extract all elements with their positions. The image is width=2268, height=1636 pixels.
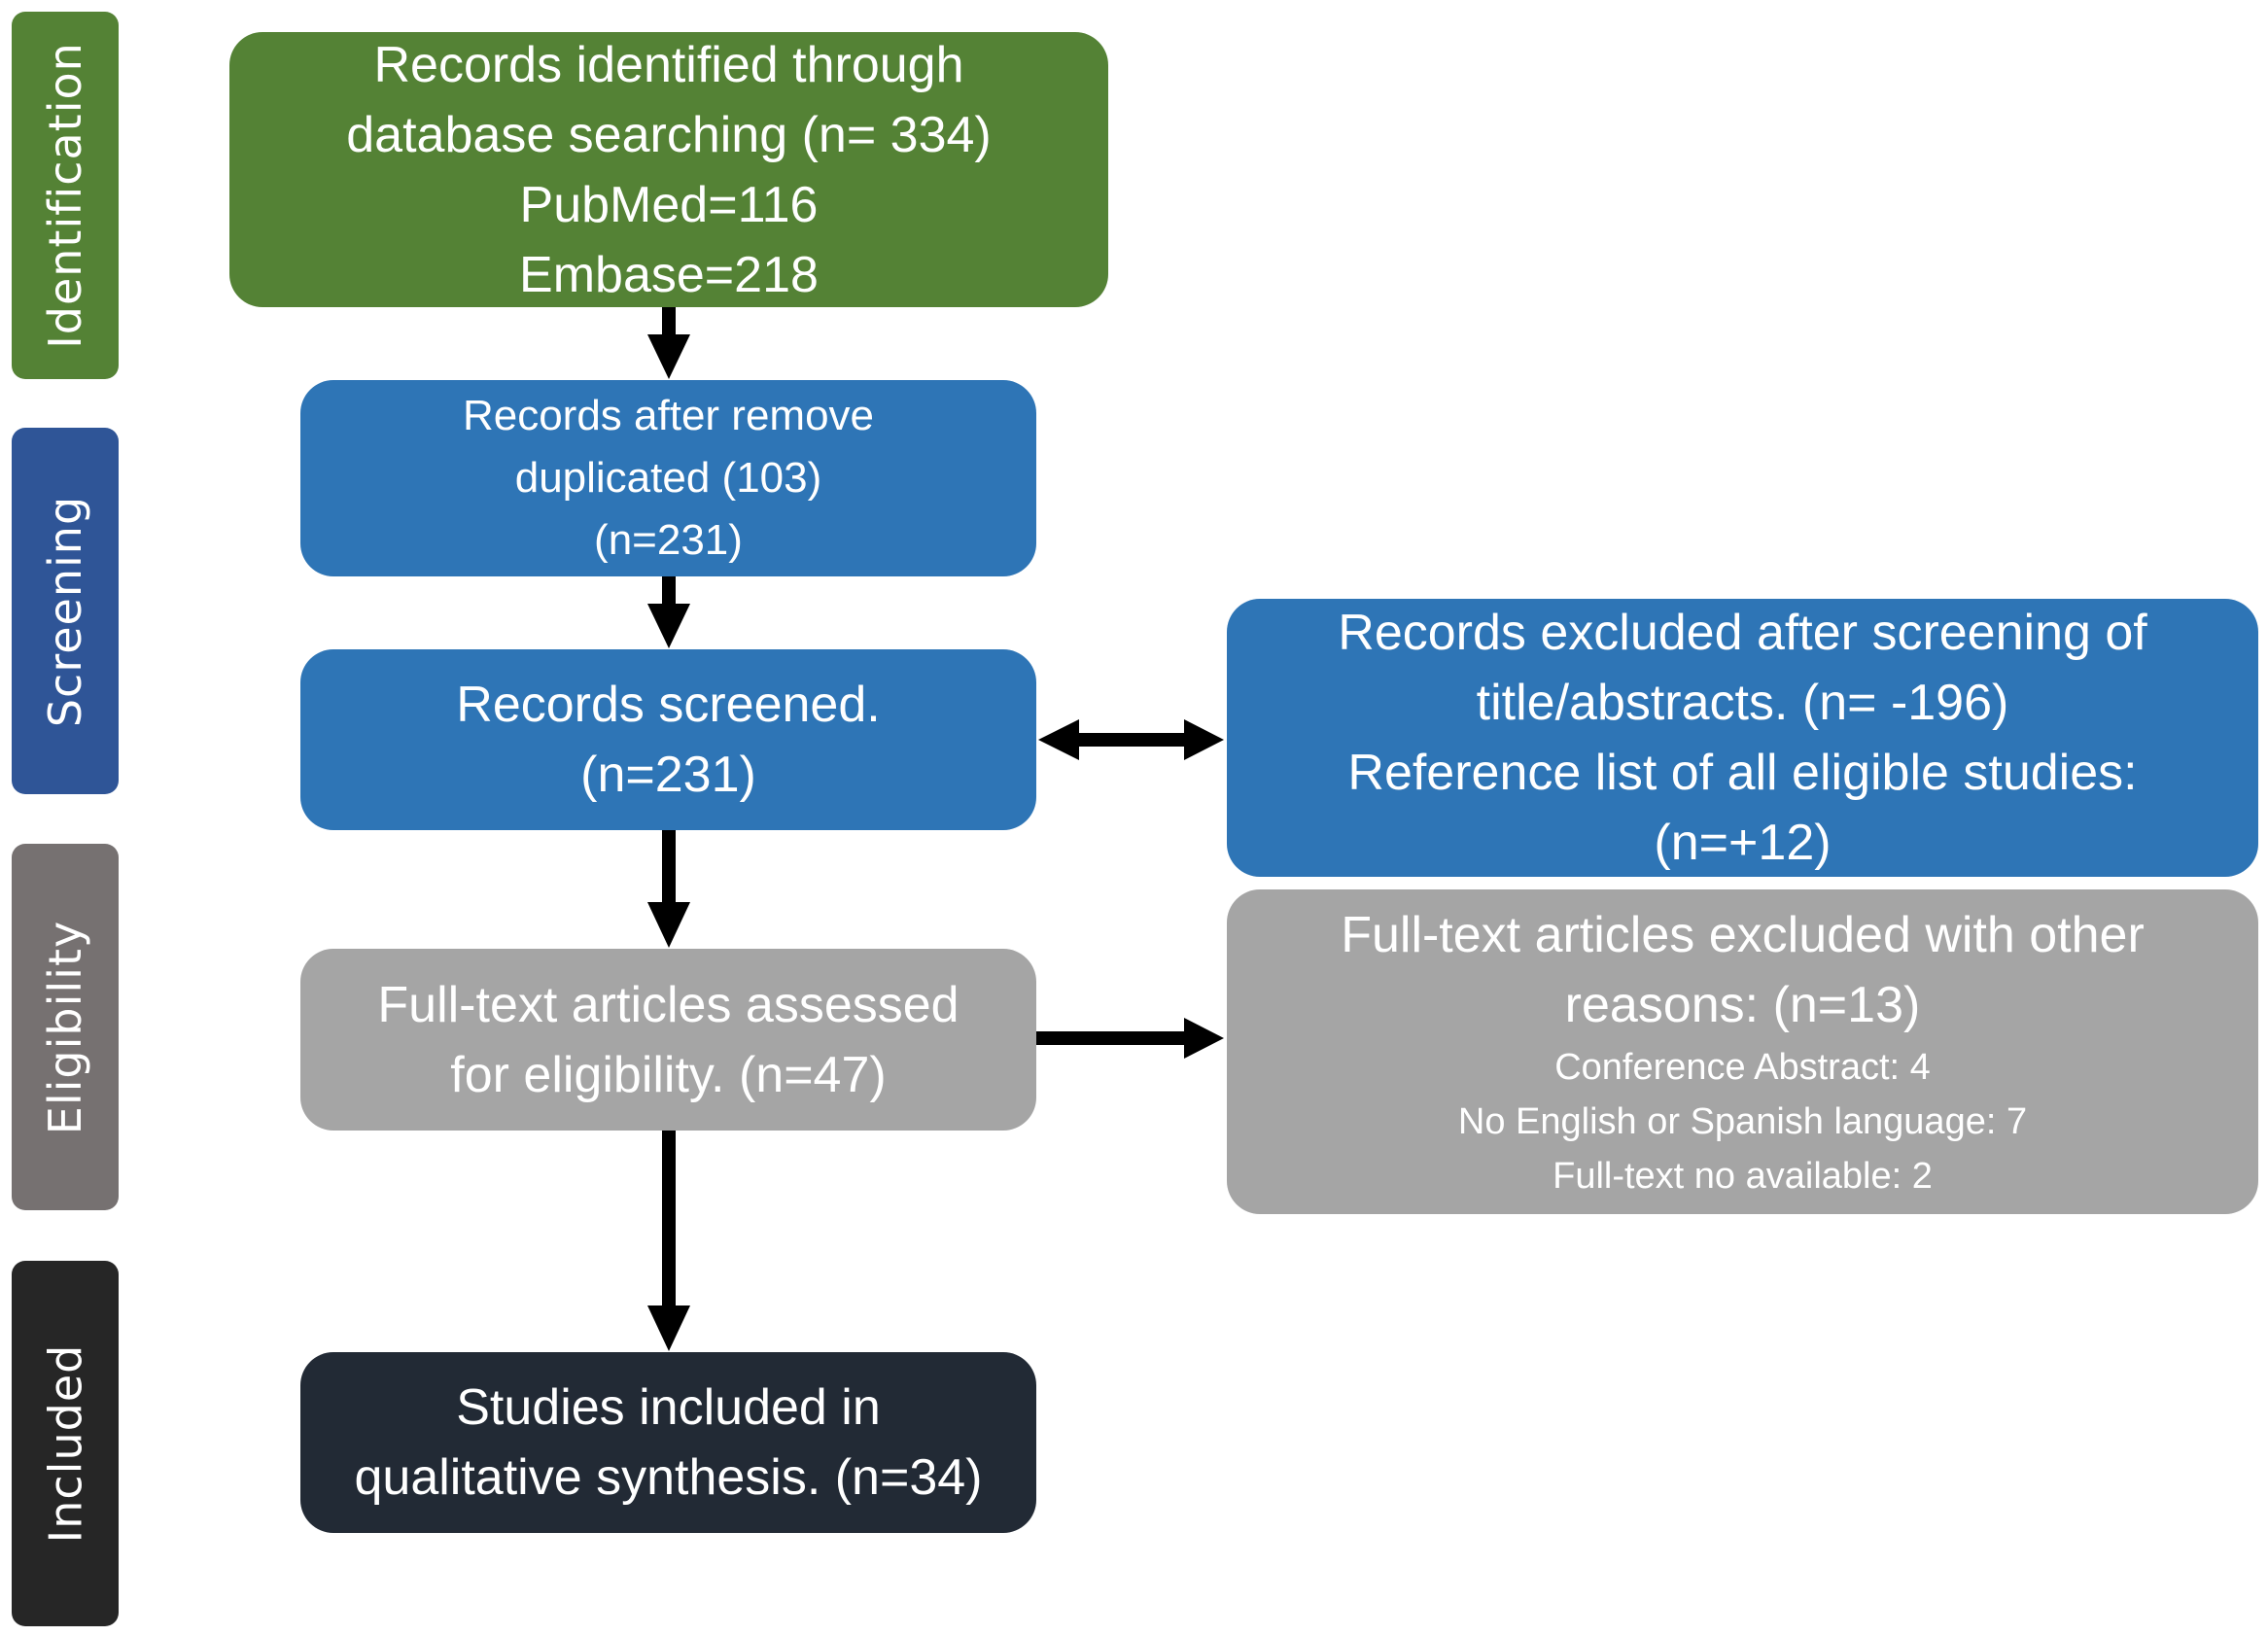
box-line: reasons: (n=13) [1564,977,1921,1033]
box-line: PubMed=116 [519,176,819,233]
arrow-down-icon [647,307,690,379]
box-line: Full-text articles excluded with other [1341,907,2145,963]
full-text-assessed-box: Full-text articles assessed for eligibil… [300,949,1036,1131]
exclusion-reason: Conference Abstract: 4 [1554,1047,1931,1088]
exclusion-reason: Full-text no available: 2 [1553,1156,1933,1197]
box-line: title/abstracts. (n= -196) [1476,675,2009,731]
box-line: Records identified through [373,36,964,93]
box-line: Full-text articles assessed [377,976,960,1033]
records-excluded-box: Records excluded after screening of titl… [1227,599,2258,877]
box-line: Records screened. [456,677,881,733]
box-line: for eligibility. (n=47) [450,1046,887,1103]
box-line: Records after remove [462,392,875,439]
arrow-right-icon [1036,1018,1224,1059]
full-text-excluded-box: Full-text articles excluded with other r… [1227,889,2258,1214]
exclusion-reason: No English or Spanish language: 7 [1457,1101,2028,1142]
box-line: duplicated (103) [514,454,822,502]
studies-included-box: Studies included in qualitative synthesi… [300,1352,1036,1533]
box-line: (n=+12) [1654,815,1832,871]
records-screened-box: Records screened. (n=231) [300,649,1036,830]
arrow-down-icon [647,830,690,948]
stage-included: Included [12,1261,119,1626]
box-line: Embase=218 [519,246,819,303]
stage-eligibility: Eligibility [12,844,119,1210]
arrow-down-icon [647,576,690,648]
box-line: Records excluded after screening of [1338,605,2147,661]
box-line: (n=231) [594,516,743,564]
stage-identification: Identification [12,12,119,379]
records-identified-box: Records identified through database sear… [229,32,1108,307]
box-line: (n=231) [580,747,756,803]
records-deduplicated-box: Records after remove duplicated (103) (n… [300,380,1036,576]
double-arrow-icon [1038,719,1224,760]
box-line: qualitative synthesis. (n=34) [354,1449,983,1506]
box-line: database searching (n= 334) [346,106,992,163]
stage-screening: Screening [12,428,119,794]
box-line: Studies included in [456,1379,881,1436]
arrow-down-icon [647,1131,690,1351]
box-line: Reference list of all eligible studies: [1347,745,2138,801]
